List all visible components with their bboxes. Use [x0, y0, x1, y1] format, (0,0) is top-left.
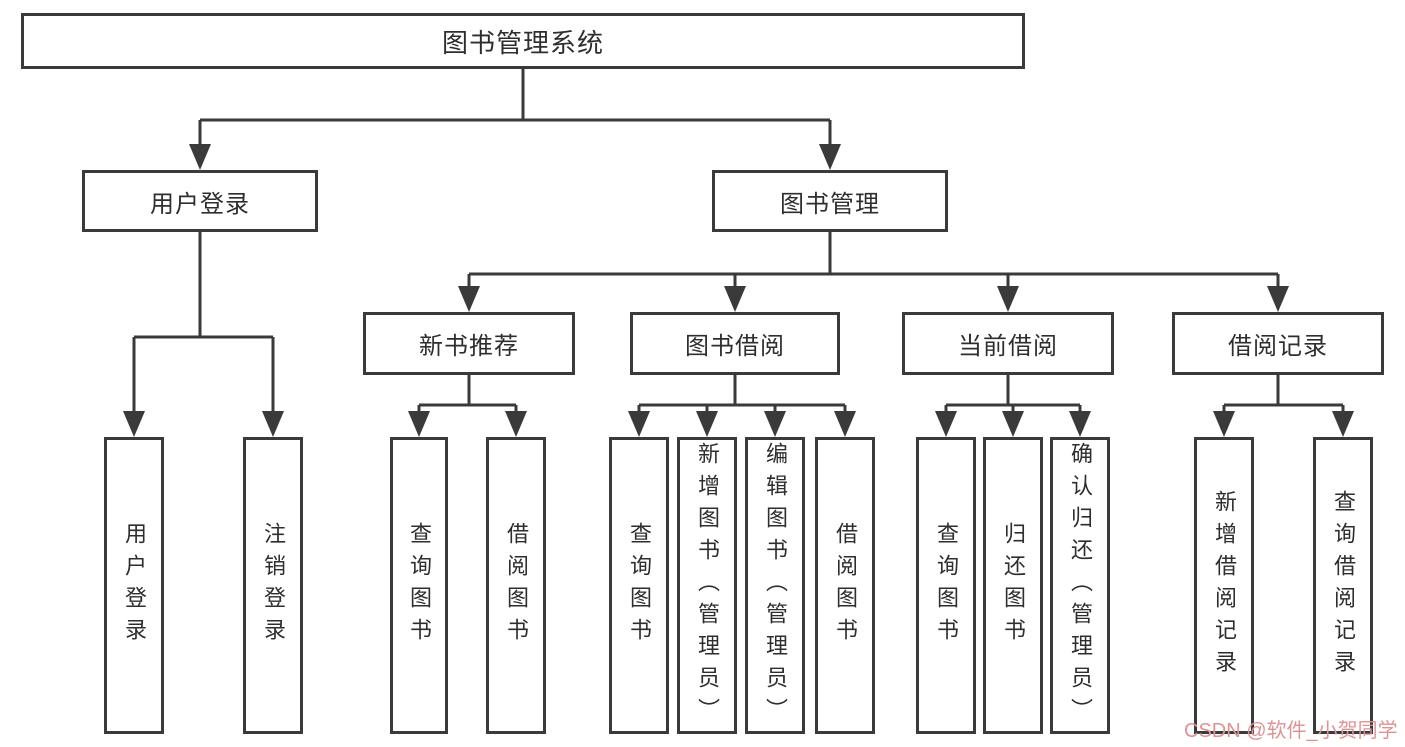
node-book-borrow: 图书借阅 — [630, 312, 840, 375]
node-label: 借阅图书 — [504, 521, 529, 650]
node-label: 编辑图书（管理员） — [763, 441, 788, 730]
node-label: 图书管理 — [780, 190, 880, 218]
node-label: 新增图书（管理员） — [695, 441, 720, 730]
leaf-confirm-return-admin: 确认归还（管理员） — [1050, 437, 1110, 734]
node-label: 归还图书 — [1001, 521, 1026, 650]
connector-book-management-branch — [458, 232, 1289, 312]
connector-borrow-records-branch — [1213, 375, 1354, 437]
leaf-borrow-books-recommend: 借阅图书 — [486, 437, 546, 734]
node-label: 新书推荐 — [419, 333, 519, 360]
leaf-query-books-current: 查询图书 — [916, 437, 976, 734]
leaf-return-books: 归还图书 — [983, 437, 1043, 734]
node-label: 查询借阅记录 — [1331, 489, 1356, 682]
connector-new-book-branch — [408, 375, 527, 437]
node-user-login: 用户登录 — [82, 170, 318, 232]
node-label: 当前借阅 — [958, 333, 1058, 360]
node-label: 借阅记录 — [1228, 333, 1328, 360]
node-label: 注销登录 — [261, 521, 286, 650]
node-new-book-recommend: 新书推荐 — [363, 312, 575, 375]
node-label: 新增借阅记录 — [1212, 489, 1237, 682]
node-label: 借阅图书 — [833, 521, 858, 650]
csdn-watermark: CSDN @软件_小贺同学 — [1184, 720, 1398, 742]
node-label: 查询图书 — [627, 521, 652, 650]
connector-user-login-branch — [123, 232, 284, 437]
node-current-borrow: 当前借阅 — [902, 312, 1114, 375]
connector-book-borrow-branch — [628, 375, 856, 437]
node-root-library-system: 图书管理系统 — [21, 13, 1025, 69]
node-label: 图书借阅 — [685, 333, 785, 360]
leaf-borrow-books: 借阅图书 — [815, 437, 875, 734]
leaf-edit-books-admin: 编辑图书（管理员） — [745, 437, 805, 734]
node-label: 用户登录 — [122, 521, 147, 650]
connector-current-borrow-branch — [935, 375, 1091, 437]
node-label: 图书管理系统 — [441, 27, 604, 58]
node-label: 用户登录 — [150, 190, 250, 218]
leaf-add-borrow-record: 新增借阅记录 — [1194, 437, 1254, 734]
leaf-query-books-recommend: 查询图书 — [390, 437, 448, 734]
connector-root-to-level2 — [189, 69, 841, 170]
node-label: 确认归还（管理员） — [1068, 441, 1093, 730]
node-book-management: 图书管理 — [712, 170, 948, 232]
leaf-user-login: 用户登录 — [104, 437, 164, 734]
leaf-logout: 注销登录 — [243, 437, 303, 734]
leaf-query-books-borrow: 查询图书 — [609, 437, 669, 734]
node-borrow-records: 借阅记录 — [1172, 312, 1384, 375]
node-label: 查询图书 — [407, 521, 432, 650]
leaf-add-books-admin: 新增图书（管理员） — [677, 437, 737, 734]
leaf-query-borrow-record: 查询借阅记录 — [1313, 437, 1373, 734]
node-label: 查询图书 — [934, 521, 959, 650]
